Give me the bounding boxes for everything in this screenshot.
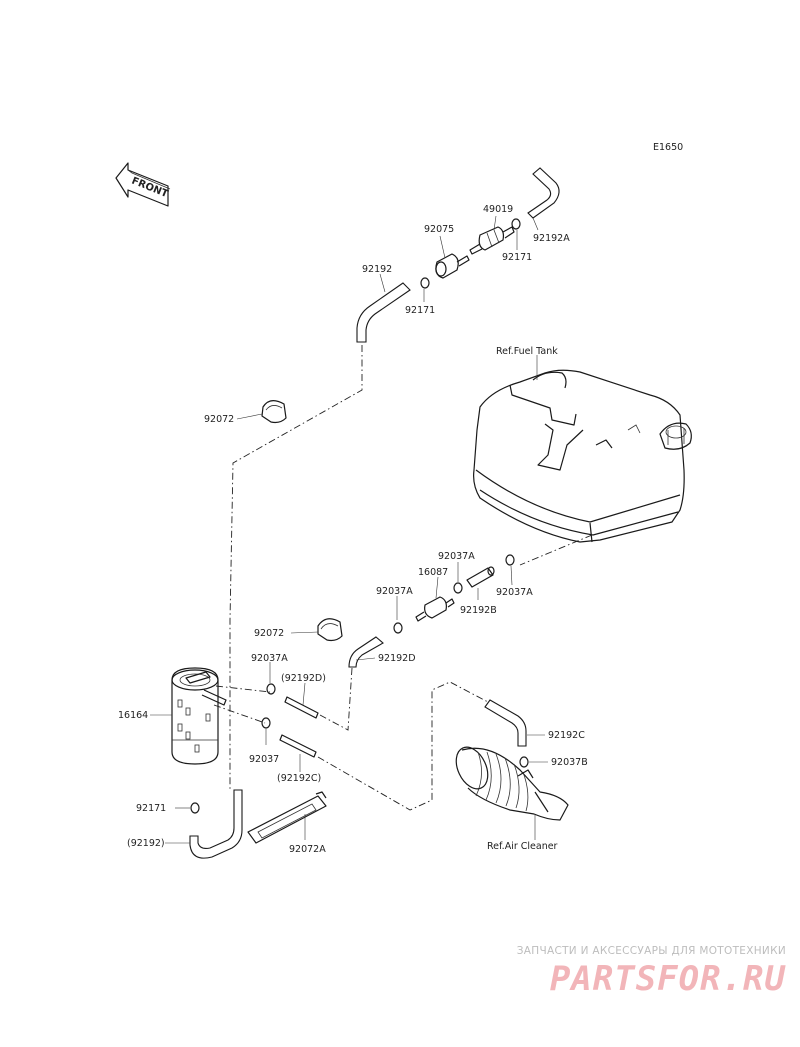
label-16087: 16087	[418, 567, 448, 578]
label-92171-bottom: 92171	[136, 803, 166, 814]
clamp-92037B	[519, 756, 529, 768]
hose-92192A	[527, 167, 560, 219]
front-arrow-icon: FRONT	[115, 162, 171, 207]
label-92192: 92192	[362, 264, 392, 275]
watermark-subtitle: ЗАПЧАСТИ И АКСЕССУАРЫ ДЛЯ МОТОТЕХНИКИ	[516, 945, 786, 957]
clamp-92037A-tank	[505, 554, 515, 566]
hose-92192-bottom	[189, 789, 243, 859]
label-92037A-canister: 92037A	[251, 653, 288, 664]
fuel-tank	[473, 369, 692, 543]
hose-92192D-canister	[284, 696, 319, 719]
label-92192A: 92192A	[533, 233, 570, 244]
label-92192C-paren: (92192C)	[277, 773, 321, 784]
label-92037A-right: 92037A	[496, 587, 533, 598]
hose-92192C	[484, 699, 527, 747]
label-ref-fuel-tank: Ref.Fuel Tank	[496, 346, 558, 357]
hose-92192	[356, 282, 411, 343]
watermark-brand: PARTSFOR.RU	[549, 959, 786, 999]
label-92037A-left: 92037A	[376, 586, 413, 597]
clamp-92171-bottom	[190, 802, 200, 814]
label-92072A: 92072A	[289, 844, 326, 855]
canister-16164	[171, 667, 227, 765]
clamp-92072-middle	[317, 618, 343, 642]
fuel-filter-49019	[469, 226, 515, 255]
air-cleaner-duct	[455, 746, 569, 821]
clamp-92037A-c	[393, 622, 403, 634]
label-92072-middle: 92072	[254, 628, 284, 639]
hose-92192B	[466, 566, 495, 588]
clamp-92037A-canister	[266, 683, 276, 695]
connector-92075	[435, 253, 470, 279]
watermark: ЗАПЧАСТИ И АКСЕССУАРЫ ДЛЯ МОТОТЕХНИКИ PA…	[476, 945, 786, 999]
clamp-92171-mid	[420, 277, 430, 289]
label-92037: 92037	[249, 754, 279, 765]
label-92192B: 92192B	[460, 605, 497, 616]
diagram-code: E1650	[653, 142, 683, 153]
clamp-92037A-b	[453, 582, 463, 594]
label-92192C: 92192C	[548, 730, 585, 741]
label-92037B: 92037B	[551, 757, 588, 768]
label-92075: 92075	[424, 224, 454, 235]
hose-92192D	[348, 636, 384, 668]
label-ref-air-cleaner: Ref.Air Cleaner	[487, 841, 558, 852]
clamp-92072-upper	[261, 400, 287, 424]
label-92192D-paren: (92192D)	[281, 673, 326, 684]
strap-92072A	[247, 791, 327, 844]
clamp-92171-top	[511, 218, 521, 230]
label-16164: 16164	[118, 710, 148, 721]
label-49019: 49019	[483, 204, 513, 215]
label-92192D: 92192D	[378, 653, 416, 664]
label-92171-top: 92171	[502, 252, 532, 263]
label-92192-paren: (92192)	[127, 838, 165, 849]
check-valve-16087	[415, 596, 455, 622]
label-92171-mid: 92171	[405, 305, 435, 316]
hose-92192C-canister	[279, 734, 317, 758]
clamp-92037	[261, 717, 271, 729]
label-92072-upper: 92072	[204, 414, 234, 425]
label-92037A-top: 92037A	[438, 551, 475, 562]
